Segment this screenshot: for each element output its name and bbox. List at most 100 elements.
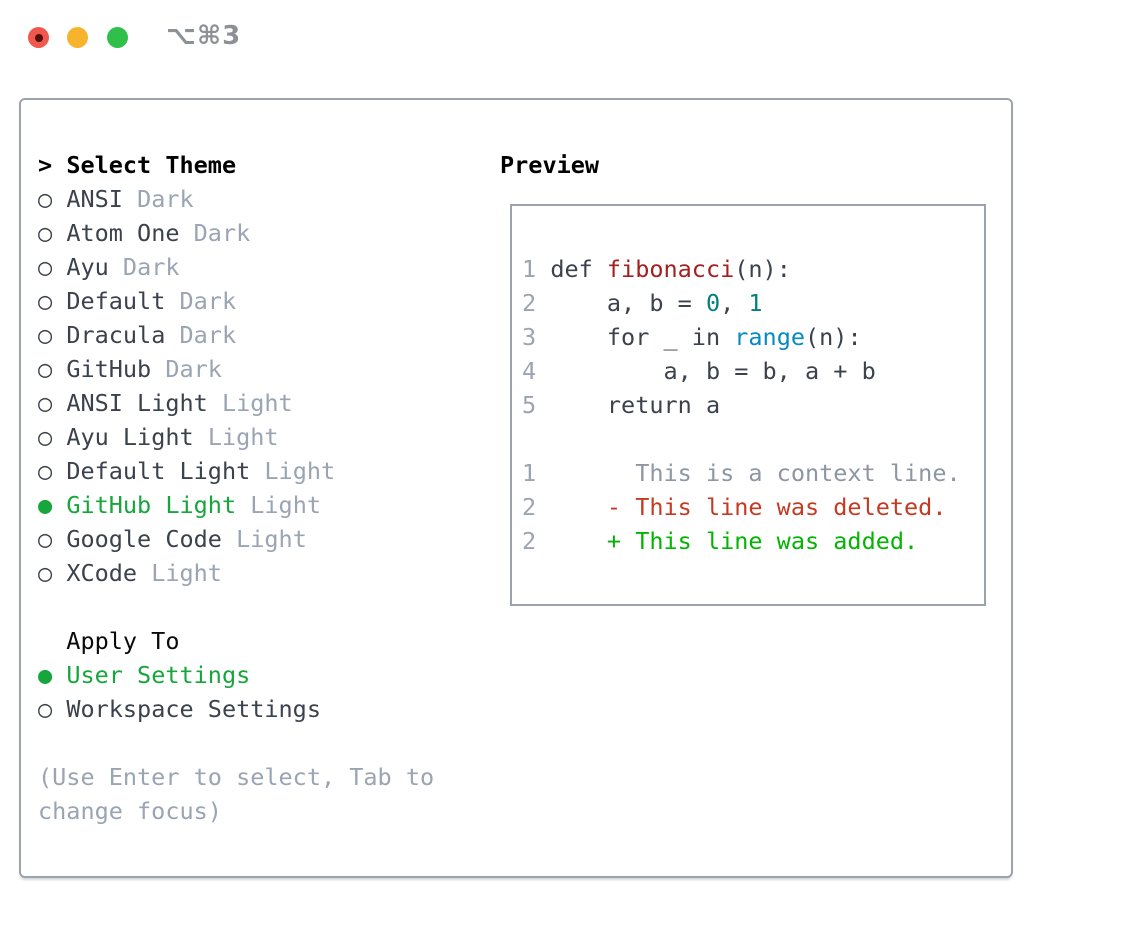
apply-option-label: Workspace Settings [66,695,321,723]
select-theme-header: > Select Theme [38,148,335,182]
prompt-icon: > [38,151,53,179]
theme-name: Default [66,287,166,315]
code-line-5: 5 return a [522,388,961,422]
theme-name: Default Light [66,457,251,485]
theme-variant: Dark [165,355,222,383]
theme-variant: Light [151,559,222,587]
theme-picker-panel: > Select Theme ○ ANSI Dark○ Atom One Dar… [19,98,1013,878]
line-number: 1 [522,459,537,487]
theme-option-ayu-light[interactable]: ○ Ayu Light Light [38,420,335,454]
theme-name: Ayu Light [66,423,194,451]
close-dot-icon [34,33,43,42]
radio-unselected-icon: ○ [38,695,53,723]
theme-option-ansi[interactable]: ○ ANSI Dark [38,182,335,216]
theme-name: Dracula [66,321,166,349]
code-line-9: 2 + This line was added. [522,524,961,558]
theme-option-atom-one[interactable]: ○ Atom One Dark [38,216,335,250]
hint-line-2: change focus) [38,797,222,825]
token-number: 1 [748,289,763,317]
theme-name: ANSI Light [66,389,208,417]
theme-variant: Dark [122,253,180,281]
hint-line-1: (Use Enter to select, Tab to [38,763,435,791]
code-line-2: 2 a, b = 0, 1 [522,286,961,320]
theme-name: GitHub Light [66,491,237,519]
theme-option-ayu[interactable]: ○ Ayu Dark [38,250,335,284]
theme-list: ○ ANSI Dark○ Atom One Dark○ Ayu Dark○ De… [38,182,335,590]
theme-name: ANSI [66,185,123,213]
line-number: 3 [522,323,537,351]
radio-selected-icon: ● [38,661,53,689]
token-text: a, b = [550,289,706,317]
theme-variant: Light [236,525,307,553]
theme-option-google-code[interactable]: ○ Google Code Light [38,522,335,556]
radio-unselected-icon: ○ [38,321,53,349]
radio-unselected-icon: ○ [38,389,53,417]
theme-variant: Dark [179,287,237,315]
radio-unselected-icon: ○ [38,287,53,315]
radio-unselected-icon: ○ [38,525,53,553]
theme-option-xcode[interactable]: ○ XCode Light [38,556,335,590]
line-number: 2 [522,527,537,555]
code-line-7: 1 This is a context line. [522,456,961,490]
radio-selected-icon: ● [38,491,53,519]
token-text: return a [550,391,721,419]
theme-variant: Dark [137,185,194,213]
theme-variant: Dark [193,219,251,247]
theme-option-default-light[interactable]: ○ Default Light Light [38,454,335,488]
theme-name: XCode [66,559,138,587]
theme-option-dracula[interactable]: ○ Dracula Dark [38,318,335,352]
minimize-button[interactable] [67,27,88,48]
theme-option-github-light[interactable]: ● GitHub Light Light [38,488,335,522]
radio-unselected-icon: ○ [38,559,53,587]
apply-to-section: Apply To ● User Settings○ Workspace Sett… [38,624,321,726]
apply-to-header: Apply To [66,627,180,655]
theme-variant: Light [264,457,336,485]
titlebar: ⌥⌘3 [0,0,1140,70]
token-context: This is a context line. [550,459,961,487]
token-text: , [720,289,749,317]
theme-option-github[interactable]: ○ GitHub Dark [38,352,335,386]
apply-option-workspace-settings[interactable]: ○ Workspace Settings [38,692,321,726]
preview-title: Preview [500,151,600,179]
apply-option-user-settings[interactable]: ● User Settings [38,658,321,692]
token-text: def [550,255,607,283]
theme-name: GitHub [66,355,152,383]
theme-variant: Light [250,491,321,519]
token-text: (n): [734,255,791,283]
radio-unselected-icon: ○ [38,457,53,485]
line-number: 5 [522,391,537,419]
line-number: 2 [522,493,537,521]
theme-section: > Select Theme ○ ANSI Dark○ Atom One Dar… [38,148,335,590]
theme-option-default[interactable]: ○ Default Dark [38,284,335,318]
hint-text: (Use Enter to select, Tab to change focu… [38,760,434,828]
radio-unselected-icon: ○ [38,185,53,213]
theme-name: Atom One [66,219,180,247]
token-builtin: range [734,323,805,351]
theme-name: Ayu [66,253,109,281]
apply-option-label: User Settings [66,661,251,689]
theme-variant: Light [207,423,279,451]
token-function: fibonacci [606,255,735,283]
apply-to-list: ● User Settings○ Workspace Settings [38,658,321,726]
radio-unselected-icon: ○ [38,355,53,383]
zoom-button[interactable] [107,27,128,48]
code-line-1: 1 def fibonacci(n): [522,252,961,286]
theme-option-ansi-light[interactable]: ○ ANSI Light Light [38,386,335,420]
radio-unselected-icon: ○ [38,253,53,281]
token-number: 0 [705,289,721,317]
theme-variant: Dark [179,321,237,349]
code-line-8: 2 - This line was deleted. [522,490,961,524]
code-line-6 [522,422,961,456]
radio-unselected-icon: ○ [38,423,53,451]
select-theme-title: Select Theme [66,151,237,179]
code-line-3: 3 for _ in range(n): [522,320,961,354]
line-number: 4 [522,357,537,385]
line-number: 2 [522,289,537,317]
theme-variant: Light [221,389,293,417]
token-text: (n): [805,323,862,351]
line-number: 1 [522,255,537,283]
close-button[interactable] [28,27,49,48]
radio-unselected-icon: ○ [38,219,53,247]
